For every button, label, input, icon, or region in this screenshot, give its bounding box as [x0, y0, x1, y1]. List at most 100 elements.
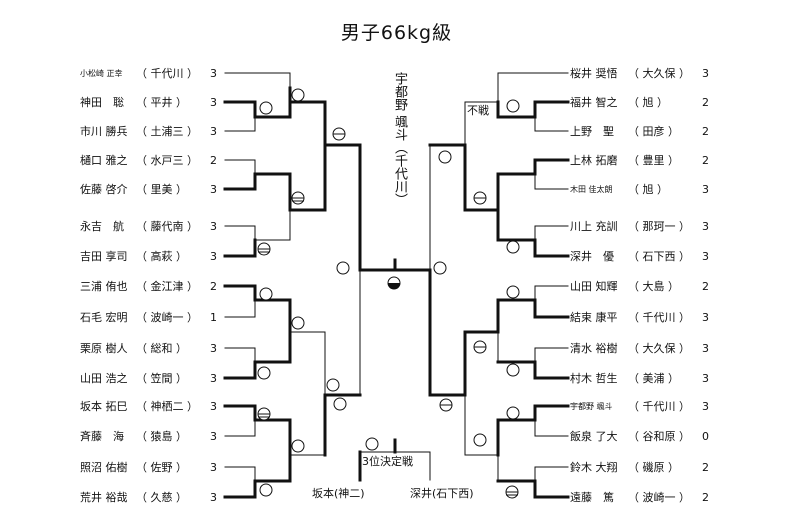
player-school: （ 千代川 ）: [628, 311, 690, 324]
school-name: 佐野: [150, 461, 173, 474]
player-score: 2: [702, 461, 709, 474]
school-name: 千代川: [150, 67, 184, 80]
player-row: 深井 優 （ 石下西 ） 3: [570, 249, 715, 265]
champion-label: 宇都野 颯斗（千代川）: [392, 72, 407, 207]
player-row: 桜井 奨悟（ 大久保 ）3: [570, 66, 715, 82]
player-row: 鈴木 大翔（ 磯原 ）2: [570, 460, 715, 476]
player-school: （ 旭 ）: [628, 96, 668, 109]
player-name: 照沼 佑樹: [80, 461, 128, 474]
player-score: 2: [702, 491, 709, 504]
player-row: 山田 知輝（ 大島 ）2: [570, 279, 715, 295]
player-row: 木田 佳太朗（ 旭 ）3: [570, 182, 715, 198]
player-school: （ 平井 ）: [136, 96, 187, 109]
school-name: 総和: [150, 342, 173, 355]
player-score: 3: [210, 183, 217, 196]
third-place-right: 深井(石下西): [410, 487, 474, 500]
player-school: （ 谷和原 ）: [628, 430, 690, 443]
player-name: 鈴木 大翔: [570, 461, 618, 474]
player-score: 3: [210, 342, 217, 355]
player-score: 3: [210, 400, 217, 413]
player-name: 遠藤 篤: [570, 491, 614, 504]
player-school: （ 笠間 ）: [136, 372, 187, 385]
player-row: 上林 拓磨（ 豊里 ）2: [570, 153, 715, 169]
player-row: 三浦 侑也（ 金江津 ）2: [80, 279, 225, 295]
player-school: （ 総和 ）: [136, 342, 187, 355]
player-row: 遠藤 篤 （ 波崎一 ） 2: [570, 490, 715, 506]
player-score: 3: [210, 125, 217, 138]
school-name: 久慈: [150, 491, 173, 504]
player-score: 3: [702, 342, 709, 355]
player-name: 宇都野 颯斗: [570, 402, 613, 411]
school-name: 里美: [150, 183, 173, 196]
player-school: （ 石下西 ）: [628, 250, 690, 263]
player-name: 上野 聖: [570, 125, 614, 138]
player-row: 永吉 航（ 藤代南 ）3: [80, 219, 225, 235]
school-name: 豊里: [642, 154, 665, 167]
player-name: 山田 知輝: [570, 280, 618, 293]
player-row: 村木 哲生 （ 美浦 ） 3: [570, 371, 715, 387]
player-score: 2: [702, 154, 709, 167]
player-name: 永吉 航: [80, 220, 124, 233]
player-name: 深井 優: [570, 250, 614, 263]
player-row: 福井 智之 （ 旭 ） 2: [570, 95, 715, 111]
school-name: 波崎一: [642, 491, 676, 504]
player-row: 清水 裕樹（ 大久保 ）3: [570, 341, 715, 357]
school-name: 千代川: [642, 400, 676, 413]
player-school: （ 久慈 ）: [136, 491, 187, 504]
player-school: （ 波崎一 ）: [628, 491, 690, 504]
player-name: 桜井 奨悟: [570, 67, 618, 80]
player-score: 3: [702, 372, 709, 385]
player-row: 斉藤 海（ 猿島 ）3: [80, 429, 225, 445]
school-name: 旭: [642, 96, 654, 109]
school-name: 千代川: [642, 311, 676, 324]
player-row: 飯泉 了大 （ 谷和原 ） 0: [570, 429, 715, 445]
player-row: 石毛 宏明（ 波崎一 ）1: [80, 310, 225, 326]
player-row: 坂本 拓巳（ 神栖二 ）3: [80, 399, 225, 415]
player-score: 3: [210, 372, 217, 385]
school-name: 金江津: [150, 280, 184, 293]
school-name: 磯原: [642, 461, 665, 474]
school-name: 高萩: [150, 250, 173, 263]
player-school: （ 旭 ）: [628, 183, 668, 196]
page-title: 男子66kg級: [340, 22, 453, 44]
school-name: 大久保: [642, 342, 676, 355]
player-name: 福井 智之: [570, 96, 618, 109]
player-score: 2: [702, 280, 709, 293]
player-row: 上野 聖（ 田彦 ）2: [570, 124, 715, 140]
player-name: 村木 哲生: [570, 372, 618, 385]
player-name: 荒井 裕哉: [80, 491, 128, 504]
school-name: 旭: [642, 183, 654, 196]
player-name: 飯泉 了大: [570, 430, 618, 443]
player-score: 3: [210, 250, 217, 263]
school-name: 藤代南: [150, 220, 184, 233]
player-school: （ 美浦 ）: [628, 372, 679, 385]
player-score: 2: [210, 280, 217, 293]
player-score: 3: [210, 220, 217, 233]
school-name: 平井: [150, 96, 173, 109]
school-name: 土浦三: [150, 125, 184, 138]
player-row: 樋口 雅之（ 水戸三 ）2: [80, 153, 225, 169]
school-name: 大久保: [642, 67, 676, 80]
school-name: 猿島: [150, 430, 173, 443]
player-score: 1: [210, 311, 217, 324]
player-name: 神田 聡: [80, 96, 124, 109]
player-name: 山田 浩之: [80, 372, 128, 385]
player-name: 栗原 樹人: [80, 342, 128, 355]
school-name: 波崎一: [150, 311, 184, 324]
third-place-label: 3位決定戦: [362, 455, 413, 468]
school-name: 田彦: [642, 125, 665, 138]
player-score: 3: [210, 67, 217, 80]
player-name: 坂本 拓巳: [80, 400, 128, 413]
player-name: 樋口 雅之: [80, 154, 128, 167]
player-score: 3: [702, 250, 709, 263]
school-name: 石下西: [642, 250, 676, 263]
player-score: 3: [702, 220, 709, 233]
player-name: 斉藤 海: [80, 430, 124, 443]
player-score: 0: [702, 430, 709, 443]
player-school: （ 波崎一 ）: [136, 311, 198, 324]
player-score: 3: [210, 491, 217, 504]
player-score: 2: [702, 96, 709, 109]
player-name: 佐藤 啓介: [80, 183, 128, 196]
player-school: （ 大久保 ）: [628, 67, 690, 80]
player-row: 照沼 佑樹（ 佐野 ）3: [80, 460, 225, 476]
